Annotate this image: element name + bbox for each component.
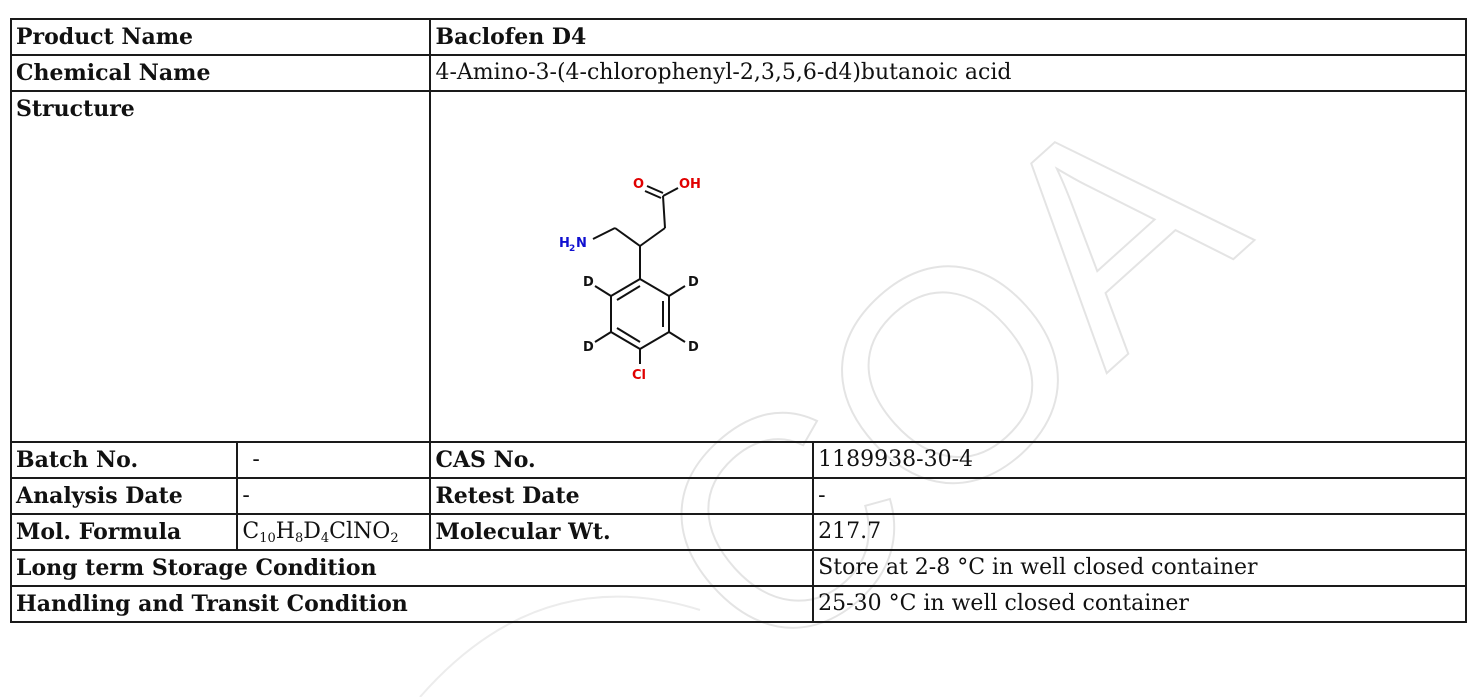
atom-chlorine: Cl <box>632 368 646 383</box>
product-name-label: Product Name <box>9 18 432 56</box>
mol-wt-label: Molecular Wt. <box>429 513 815 551</box>
coa-table: Product Name Baclofen D4 Chemical Name 4… <box>9 18 1467 623</box>
row-chemical-name: Chemical Name 4-Amino-3-(4-chlorophenyl-… <box>9 54 1467 92</box>
atom-deuterium-4: D <box>688 340 699 355</box>
storage-value: Store at 2-8 °C in well closed container <box>812 549 1467 587</box>
structure-cell: O OH H 2 N D D D D Cl <box>429 90 1467 443</box>
atom-amine-n: N <box>576 236 587 251</box>
chemical-name-value: 4-Amino-3-(4-chlorophenyl-2,3,5,6-d4)but… <box>429 54 1467 92</box>
batch-value: - <box>236 441 432 479</box>
retest-date-value: - <box>812 477 1467 515</box>
handling-label: Handling and Transit Condition <box>9 585 815 623</box>
storage-label: Long term Storage Condition <box>9 549 815 587</box>
cas-label: CAS No. <box>429 441 815 479</box>
atom-hydroxyl: OH <box>679 177 701 192</box>
chemical-name-label: Chemical Name <box>9 54 432 92</box>
atom-deuterium-2: D <box>688 275 699 290</box>
row-formula: Mol. Formula C10H8D4ClNO2 Molecular Wt. … <box>9 513 1467 551</box>
row-product-name: Product Name Baclofen D4 <box>9 18 1467 56</box>
row-dates: Analysis Date - Retest Date - <box>9 477 1467 515</box>
atom-amine-h: H <box>559 236 570 251</box>
row-handling: Handling and Transit Condition 25-30 °C … <box>9 585 1467 623</box>
analysis-date-value: - <box>236 477 432 515</box>
batch-label: Batch No. <box>9 441 239 479</box>
chemical-structure-image: O OH H 2 N D D D D Cl <box>559 177 701 383</box>
row-storage: Long term Storage Condition Store at 2-8… <box>9 549 1467 587</box>
cas-value: 1189938-30-4 <box>812 441 1467 479</box>
mol-formula-label: Mol. Formula <box>9 513 239 551</box>
atom-oxygen: O <box>633 177 644 192</box>
atom-amine-sub: 2 <box>569 244 575 254</box>
row-batch: Batch No. - CAS No. 1189938-30-4 <box>9 441 1467 479</box>
product-name-value: Baclofen D4 <box>429 18 1467 56</box>
mol-wt-value: 217.7 <box>812 513 1467 551</box>
retest-date-label: Retest Date <box>429 477 815 515</box>
mol-formula-value: C10H8D4ClNO2 <box>236 513 432 551</box>
structure-label: Structure <box>9 90 432 443</box>
atom-deuterium-3: D <box>583 340 594 355</box>
handling-value: 25-30 °C in well closed container <box>812 585 1467 623</box>
atom-deuterium-1: D <box>583 275 594 290</box>
row-structure: Structure <box>9 90 1467 443</box>
analysis-date-label: Analysis Date <box>9 477 239 515</box>
